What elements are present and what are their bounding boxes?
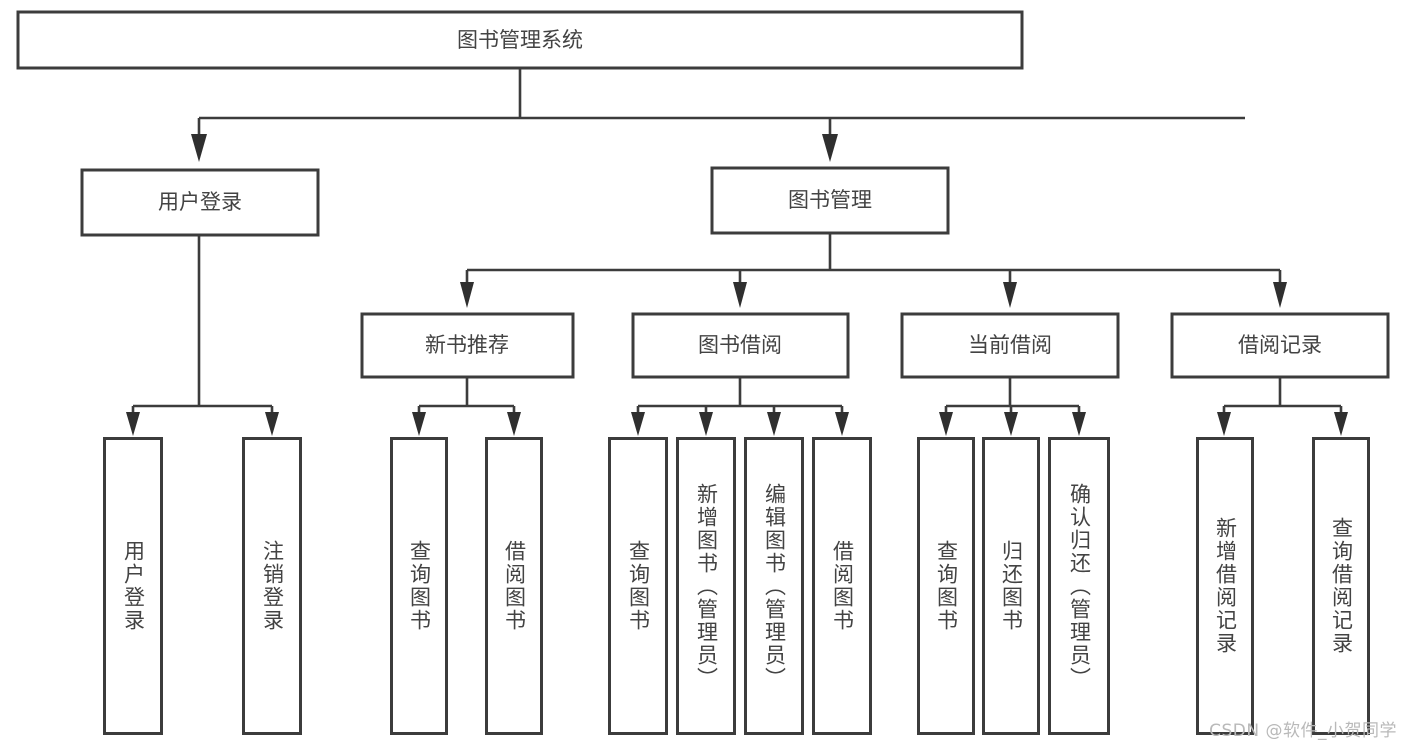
leaf-new-book-1[interactable]: 借阅图书: [485, 437, 543, 735]
node-current-borrow-label: 当前借阅: [968, 333, 1052, 357]
leaf-current-borrow-1[interactable]: 归还图书: [982, 437, 1040, 735]
leaf-label: 新增图书（管理员）: [694, 482, 719, 690]
leaf-user-login-1[interactable]: 注销登录: [242, 437, 302, 735]
node-current-borrow[interactable]: 当前借阅: [900, 312, 1120, 379]
leaf-label: 归还图书: [999, 540, 1024, 632]
node-book-manage-label: 图书管理: [788, 188, 872, 212]
leaf-label: 编辑图书（管理员）: [762, 482, 787, 690]
leaf-borrow-record-1[interactable]: 查询借阅记录: [1312, 437, 1370, 735]
connector-book-borrow-to-leaves: [631, 377, 849, 436]
leaf-label: 查询图书: [626, 540, 651, 632]
leaf-label: 查询图书: [407, 540, 432, 632]
connector-current-borrow-to-leaves: [939, 377, 1086, 436]
leaf-label: 借阅图书: [502, 540, 527, 632]
leaf-new-book-0[interactable]: 查询图书: [390, 437, 448, 735]
leaf-label: 确认归还（管理员）: [1067, 482, 1092, 690]
leaf-current-borrow-2[interactable]: 确认归还（管理员）: [1048, 437, 1110, 735]
leaf-label: 查询图书: [934, 540, 959, 632]
node-borrow-record[interactable]: 借阅记录: [1170, 312, 1390, 379]
leaf-book-borrow-3[interactable]: 借阅图书: [812, 437, 872, 735]
node-user-login[interactable]: 用户登录: [80, 168, 320, 237]
node-new-book-recommend-label: 新书推荐: [425, 333, 509, 357]
node-user-login-label: 用户登录: [158, 190, 242, 214]
leaf-label: 借阅图书: [830, 540, 855, 632]
leaf-label: 新增借阅记录: [1213, 517, 1238, 655]
connector-new-book-to-leaves: [412, 377, 521, 436]
leaf-label: 注销登录: [260, 540, 285, 632]
node-root-label: 图书管理系统: [457, 28, 583, 52]
connector-book-manage-to-level3: [460, 233, 1287, 308]
node-book-manage[interactable]: 图书管理: [710, 166, 950, 235]
leaf-user-login-0[interactable]: 用户登录: [103, 437, 163, 735]
watermark: CSDN @软件_小贺同学: [1209, 721, 1397, 741]
connector-user-login-to-leaves: [126, 235, 279, 436]
leaf-book-borrow-1[interactable]: 新增图书（管理员）: [676, 437, 736, 735]
node-book-borrow[interactable]: 图书借阅: [631, 312, 850, 379]
leaf-borrow-record-0[interactable]: 新增借阅记录: [1196, 437, 1254, 735]
leaf-label: 用户登录: [121, 540, 146, 632]
node-borrow-record-label: 借阅记录: [1238, 333, 1322, 357]
node-book-borrow-label: 图书借阅: [698, 333, 782, 357]
connector-root-to-level2: [191, 68, 1245, 162]
node-root[interactable]: 图书管理系统: [16, 10, 1024, 70]
connector-borrow-record-to-leaves: [1217, 377, 1348, 436]
leaf-label: 查询借阅记录: [1329, 517, 1354, 655]
leaf-current-borrow-0[interactable]: 查询图书: [917, 437, 975, 735]
leaf-book-borrow-0[interactable]: 查询图书: [608, 437, 668, 735]
leaf-book-borrow-2[interactable]: 编辑图书（管理员）: [744, 437, 804, 735]
node-new-book-recommend[interactable]: 新书推荐: [360, 312, 575, 379]
